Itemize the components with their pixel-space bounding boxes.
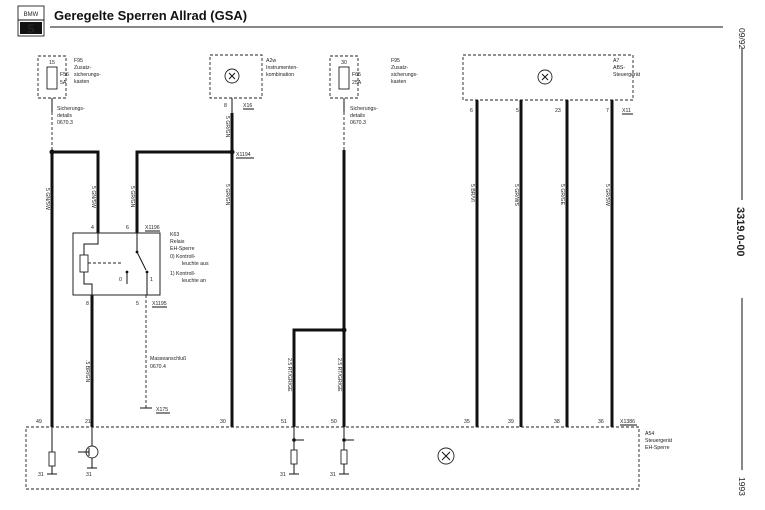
svg-text:A2w: A2w [266,58,276,64]
svg-text:kombination: kombination [266,72,294,78]
svg-text:5 GR/GN: 5 GR/GN [129,186,135,208]
fuse-f56: 15 F56 5A F95 Zusatz- sicherungs- kasten… [37,55,101,126]
page-title: Geregelte Sperren Allrad (GSA) [54,8,247,23]
svg-text:X16: X16 [243,103,252,109]
svg-text:0670.4: 0670.4 [150,364,166,370]
wire-labels: 5 GN/SW 5 GN/SW 5 GR/GN 5 GR/GN 5 GR/GN … [44,116,610,392]
svg-text:5 GR/SW: 5 GR/SW [604,184,610,206]
svg-text:51: 51 [281,419,287,425]
svg-text:36: 36 [598,419,604,425]
svg-text:ABS-: ABS- [613,65,625,71]
svg-text:6: 6 [470,108,473,114]
svg-text:0) Kontroll-: 0) Kontroll- [170,254,196,260]
svg-text:5: 5 [516,108,519,114]
svg-text:5 GR/WS: 5 GR/WS [513,184,519,206]
svg-text:X1196: X1196 [145,225,160,231]
svg-text:23: 23 [555,108,561,114]
svg-text:Instrumenten-: Instrumenten- [266,65,298,71]
svg-text:details: details [350,113,365,119]
svg-text:F65: F65 [352,72,361,78]
svg-text:A54: A54 [645,431,654,437]
svg-text:30: 30 [341,60,347,66]
svg-text:1: 1 [150,277,153,283]
svg-text:38: 38 [554,419,560,425]
svg-text:5 GR/GN: 5 GR/GN [224,184,230,206]
svg-text:X1386: X1386 [620,419,635,425]
bmw-logo: BMW 5 [17,5,45,37]
svg-text:kasten: kasten [74,79,89,85]
svg-text:5 GR/GE: 5 GR/GE [559,184,565,206]
svg-text:2.5 RT/GR/GE: 2.5 RT/GR/GE [286,358,292,392]
svg-text:Sicherungs-: Sicherungs- [350,106,378,112]
svg-text:Zusatz-: Zusatz- [74,65,92,71]
ground-reference: Masseanschluß 0670.4 X175 [140,356,186,414]
svg-text:A7: A7 [613,58,619,64]
svg-text:leuchte aus: leuchte aus [182,261,209,267]
svg-text:31: 31 [38,472,44,478]
svg-text:5 GR/GN: 5 GR/GN [224,116,230,138]
fuse-f65: 30 F65 25A F95 Zusatz- sicherungs- kaste… [329,55,418,126]
svg-text:31: 31 [86,472,92,478]
svg-text:4: 4 [91,225,94,231]
svg-text:F95: F95 [391,58,400,64]
svg-text:F95: F95 [74,58,83,64]
svg-text:leuchte an: leuchte an [182,278,206,284]
logo-bottom: 5 [28,22,35,36]
svg-text:1) Kontroll-: 1) Kontroll- [170,271,196,277]
svg-text:30: 30 [220,419,226,425]
svg-text:EH-Sperre: EH-Sperre [645,445,670,451]
unit-a7: A7 ABS- Steuergerät 6 5 23 7 X11 [462,54,641,115]
svg-text:.5 BR/GN: .5 BR/GN [84,360,90,382]
svg-text:6: 6 [126,225,129,231]
wires [49,98,614,427]
svg-text:0670.3: 0670.3 [350,120,366,126]
svg-text:Sicherungs-: Sicherungs- [57,106,85,112]
svg-text:5: 5 [136,301,139,307]
svg-text:49: 49 [36,419,42,425]
svg-text:X175: X175 [156,407,168,413]
svg-text:X11: X11 [622,108,631,114]
svg-text:5 GN/SW: 5 GN/SW [90,186,96,208]
svg-text:X1194: X1194 [236,152,251,158]
side-year: 1993 [737,477,747,496]
svg-text:5 BR/VI: 5 BR/VI [469,184,475,202]
svg-text:7: 7 [606,108,609,114]
svg-text:8: 8 [224,103,227,109]
logo-top: BMW [24,12,39,18]
svg-text:50: 50 [331,419,337,425]
svg-text:F56: F56 [60,72,69,78]
relay-k63: 4 6 X1196 8 5 X1195 0 1 K63 Relais EH-Sp… [72,225,209,308]
svg-text:0670.3: 0670.3 [57,120,73,126]
svg-text:0: 0 [119,277,122,283]
svg-text:31: 31 [280,472,286,478]
unit-a2: A2w Instrumenten- kombination 8 X16 [209,54,298,110]
svg-text:5A: 5A [60,80,67,86]
side-date: 09/92 [737,28,747,50]
svg-text:2.5 RT/GR/GE: 2.5 RT/GR/GE [336,358,342,392]
svg-text:details: details [57,113,72,119]
svg-text:sicherungs-: sicherungs- [391,72,418,78]
svg-text:X1195: X1195 [152,301,167,307]
side-margin: 09/92 3319.0-00 1993 [734,28,747,496]
svg-text:K63: K63 [170,232,179,238]
svg-text:Zusatz-: Zusatz- [391,65,409,71]
svg-text:15: 15 [49,60,55,66]
svg-text:sicherungs-: sicherungs- [74,72,101,78]
control-unit-a54: 49 21 30 51 50 35 39 38 36 X1386 A54 Ste… [25,419,673,490]
svg-text:Steuergerät: Steuergerät [645,438,673,444]
svg-text:Masseanschluß: Masseanschluß [150,356,186,362]
side-code: 3319.0-00 [734,207,746,257]
svg-text:Steuergerät: Steuergerät [613,72,641,78]
svg-text:21: 21 [85,419,91,425]
svg-text:kasten: kasten [391,79,406,85]
svg-text:5 GN/SW: 5 GN/SW [44,188,50,210]
svg-text:35: 35 [464,419,470,425]
svg-text:EH-Sperre: EH-Sperre [170,246,195,252]
svg-text:8: 8 [86,301,89,307]
svg-text:31: 31 [330,472,336,478]
svg-text:Relais: Relais [170,239,185,245]
svg-text:25A: 25A [352,80,362,86]
svg-text:39: 39 [508,419,514,425]
